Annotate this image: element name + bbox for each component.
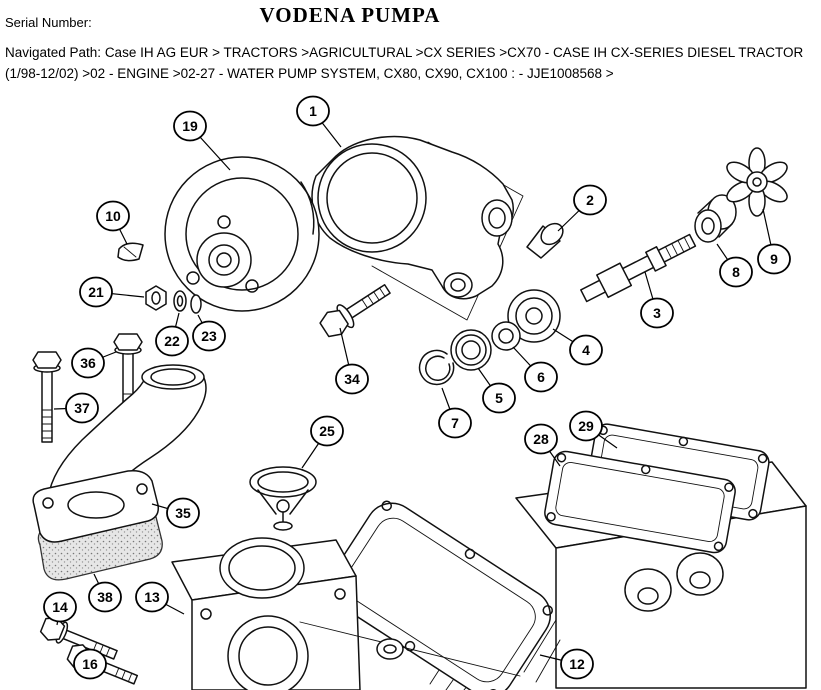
svg-text:10: 10 — [105, 208, 121, 224]
callout-19: 19 — [173, 110, 231, 171]
callout-1: 1 — [296, 95, 342, 148]
part-plug-10 — [117, 242, 144, 262]
svg-text:23: 23 — [201, 328, 217, 344]
svg-text:13: 13 — [144, 589, 160, 605]
svg-text:19: 19 — [182, 118, 198, 134]
part-washer-22 — [173, 290, 187, 312]
callout-4: 4 — [552, 328, 603, 366]
svg-text:22: 22 — [164, 333, 180, 349]
part-pulley — [164, 156, 320, 312]
part-stud — [299, 621, 521, 677]
callout-2: 2 — [557, 184, 607, 232]
callout-14: 14 — [43, 591, 77, 626]
svg-text:21: 21 — [88, 284, 104, 300]
callout-8: 8 — [716, 243, 753, 288]
callout-3: 3 — [640, 271, 674, 329]
callout-25: 25 — [301, 415, 344, 469]
callout-10: 10 — [96, 200, 130, 245]
callout-16: 16 — [73, 648, 107, 680]
part-pump-housing — [311, 135, 514, 300]
svg-text:3: 3 — [653, 305, 661, 321]
svg-text:38: 38 — [97, 589, 113, 605]
svg-text:34: 34 — [344, 371, 360, 387]
callout-29: 29 — [569, 410, 618, 449]
callout-38: 38 — [88, 573, 122, 613]
part-seal-2 — [526, 222, 564, 259]
callout-21: 21 — [79, 276, 145, 308]
svg-text:16: 16 — [82, 656, 98, 672]
part-snap-ring-7 — [418, 349, 455, 386]
svg-text:28: 28 — [533, 431, 549, 447]
svg-text:7: 7 — [451, 415, 459, 431]
callout-7: 7 — [438, 387, 472, 439]
callout-9: 9 — [757, 208, 791, 275]
svg-text:35: 35 — [175, 505, 191, 521]
callout-35: 35 — [151, 497, 200, 529]
callout-5: 5 — [477, 367, 516, 414]
svg-text:2: 2 — [586, 192, 594, 208]
part-outlet-elbow-35 — [32, 364, 207, 543]
part-washer-23 — [190, 294, 202, 314]
callout-23: 23 — [192, 314, 226, 352]
part-ring-6 — [491, 321, 521, 351]
part-gasket-28 — [544, 450, 736, 554]
svg-text:29: 29 — [578, 418, 594, 434]
svg-text:8: 8 — [732, 264, 740, 280]
part-impeller-9 — [726, 147, 788, 217]
part-bearing-4 — [507, 289, 561, 343]
callout-13: 13 — [135, 581, 185, 615]
callout-22: 22 — [155, 312, 189, 357]
callout-37: 37 — [53, 392, 99, 424]
svg-text:6: 6 — [537, 369, 545, 385]
svg-text:5: 5 — [495, 390, 503, 406]
part-gasket-12 — [327, 500, 553, 690]
part-bolt-37 — [32, 351, 62, 443]
callout-12: 12 — [539, 648, 594, 680]
svg-text:9: 9 — [770, 251, 778, 267]
callout-6: 6 — [512, 346, 558, 393]
svg-text:4: 4 — [582, 342, 590, 358]
svg-text:36: 36 — [80, 355, 96, 371]
svg-text:14: 14 — [52, 599, 68, 615]
breadcrumb-path: Navigated Path: Case IH AG EUR > TRACTOR… — [5, 45, 804, 81]
part-housing-13 — [171, 537, 361, 690]
part-seal-ring-5 — [450, 329, 492, 371]
svg-text:37: 37 — [74, 400, 90, 416]
part-shaft-3 — [580, 233, 697, 303]
svg-text:1: 1 — [309, 103, 317, 119]
page-title: VODENA PUMPA — [259, 3, 441, 27]
callout-28: 28 — [524, 423, 561, 467]
serial-number-label: Serial Number: — [5, 15, 92, 30]
svg-text:25: 25 — [319, 423, 335, 439]
callout-36: 36 — [71, 347, 117, 379]
part-bolt-34 — [319, 283, 391, 338]
part-nut-21 — [145, 285, 167, 311]
svg-text:12: 12 — [569, 656, 585, 672]
part-thermostat-25 — [249, 466, 317, 531]
part-hub-8 — [694, 194, 737, 243]
callout-34: 34 — [335, 327, 369, 395]
